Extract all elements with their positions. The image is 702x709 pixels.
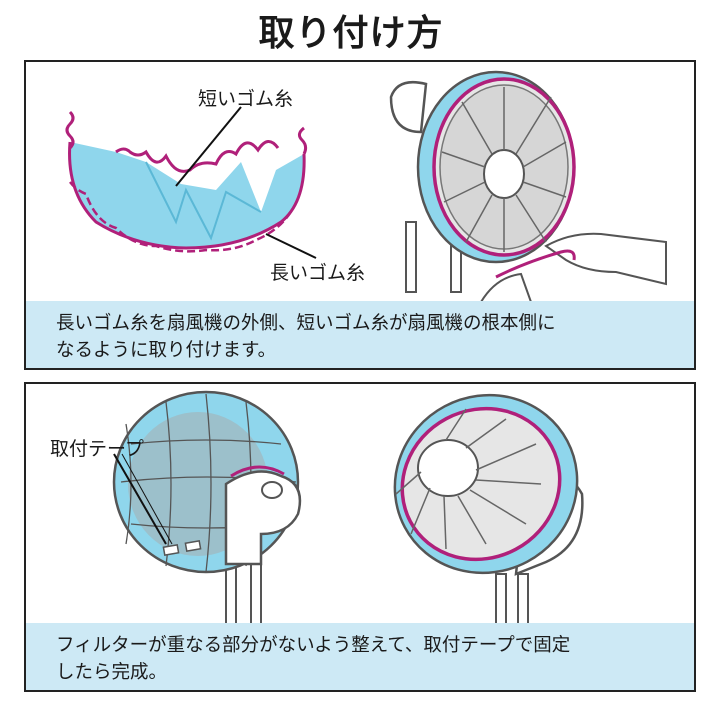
step-1-illustration: [65, 70, 667, 306]
step-2-illustration: [112, 390, 584, 625]
short-elastic-label: 短いゴム糸: [198, 88, 294, 110]
filter-flat-illustration: [65, 106, 317, 259]
mounting-tape-label: 取付テープ: [50, 438, 144, 460]
step-2-panel: 取付テープ フィルターが重なる部分がないよう整えて、取付テープで固定 したら完成…: [24, 382, 696, 692]
step-2-caption: フィルターが重なる部分がないよう整えて、取付テープで固定 したら完成。: [26, 623, 694, 690]
step-1-panel: 短いゴム糸 長いゴム糸 長いゴム糸を扇風機の外側、短いゴム糸が扇風機の根本側に …: [24, 60, 696, 370]
step-1-caption: 長いゴム糸を扇風機の外側、短いゴム糸が扇風機の根本側に なるように取り付けます。: [26, 301, 694, 368]
fan-back-illustration: [112, 390, 302, 625]
long-elastic-label: 長いゴム糸: [270, 262, 366, 284]
step-1-caption-line-2: なるように取り付けます。: [56, 340, 277, 361]
page-title: 取り付け方: [258, 13, 444, 54]
fan-side-illustration: [389, 70, 667, 306]
fan-front-illustration: [393, 393, 584, 625]
step-2-caption-line-1: フィルターが重なる部分がないよう整えて、取付テープで固定: [56, 635, 571, 656]
step-2-caption-line-2: したら完成。: [56, 662, 168, 683]
step-1-caption-line-1: 長いゴム糸を扇風機の外側、短いゴム糸が扇風機の根本側に: [56, 313, 556, 334]
